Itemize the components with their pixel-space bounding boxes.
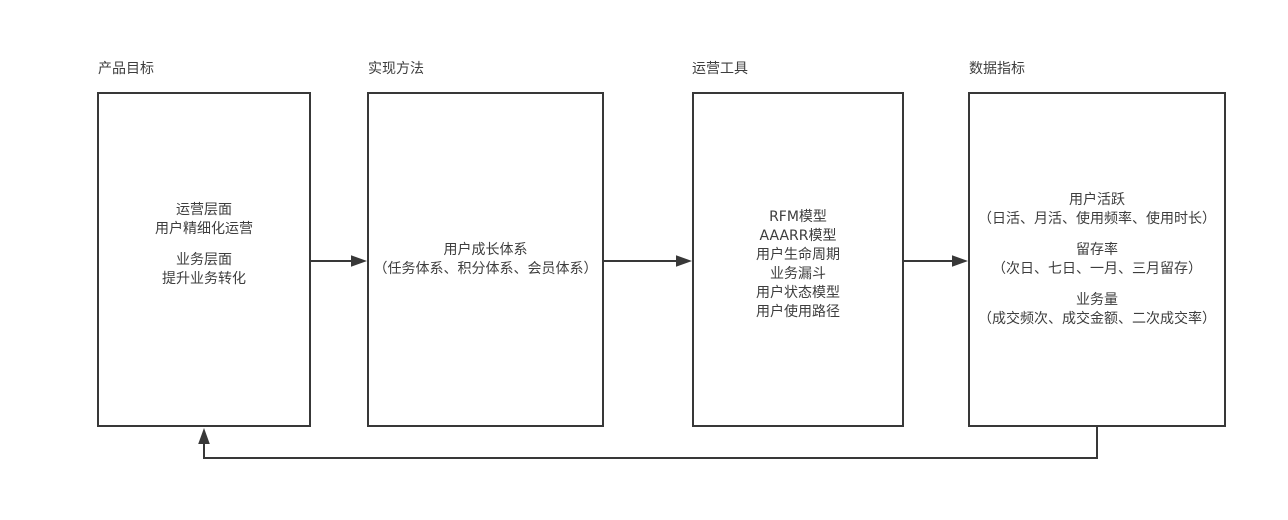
text-group: 业务层面 提升业务转化 (99, 251, 309, 289)
text-group: 业务量 （成交频次、成交金额、二次成交率） (970, 291, 1224, 329)
text-line: 业务量 (1076, 291, 1118, 308)
text-line: 业务漏斗 (770, 265, 826, 282)
text-line: RFM模型 (769, 208, 827, 225)
text-line: AAARR模型 (759, 227, 837, 244)
text-group: 留存率 （次日、七日、一月、三月留存） (970, 241, 1224, 279)
text-group: 运营层面 用户精细化运营 (99, 201, 309, 239)
text-line: 用户生命周期 (756, 246, 840, 263)
text-line: 用户活跃 (1069, 191, 1125, 208)
text-group: 用户活跃 （日活、月活、使用频率、使用时长） (970, 191, 1224, 229)
box-data-metrics: 用户活跃 （日活、月活、使用频率、使用时长） 留存率 （次日、七日、一月、三月留… (968, 92, 1226, 427)
arrowhead-up-icon (198, 428, 210, 444)
text-line: 运营层面 (176, 201, 232, 218)
box-implementation-method: 用户成长体系 （任务体系、积分体系、会员体系） (367, 92, 604, 427)
text-group: RFM模型 AAARR模型 用户生命周期 业务漏斗 用户状态模型 用户使用路径 (694, 208, 902, 322)
text-line: 提升业务转化 (162, 270, 246, 287)
column-label-implementation-method: 实现方法 (368, 61, 424, 77)
column-label-operation-tools: 运营工具 (692, 61, 748, 77)
box-product-goal: 运营层面 用户精细化运营 业务层面 提升业务转化 (97, 92, 311, 427)
feedback-line-metrics-to-goal (203, 427, 1098, 459)
text-line: 用户精细化运营 (155, 220, 253, 237)
box-operation-tools: RFM模型 AAARR模型 用户生命周期 业务漏斗 用户状态模型 用户使用路径 (692, 92, 904, 427)
text-line: （任务体系、积分体系、会员体系） (373, 260, 598, 277)
text-line: （次日、七日、一月、三月留存） (992, 260, 1202, 277)
arrowhead-right-icon (351, 255, 367, 267)
text-line: 用户使用路径 (756, 303, 840, 320)
text-group: 用户成长体系 （任务体系、积分体系、会员体系） (369, 241, 602, 279)
column-label-product-goal: 产品目标 (98, 61, 154, 77)
text-line: 留存率 (1076, 241, 1118, 258)
text-line: 业务层面 (176, 251, 232, 268)
arrowhead-right-icon (952, 255, 968, 267)
text-line: （成交频次、成交金额、二次成交率） (978, 310, 1216, 327)
column-label-data-metrics: 数据指标 (969, 61, 1025, 77)
text-line: （日活、月活、使用频率、使用时长） (978, 210, 1216, 227)
arrowhead-right-icon (676, 255, 692, 267)
text-line: 用户成长体系 (443, 241, 528, 258)
text-line: 用户状态模型 (756, 284, 840, 301)
